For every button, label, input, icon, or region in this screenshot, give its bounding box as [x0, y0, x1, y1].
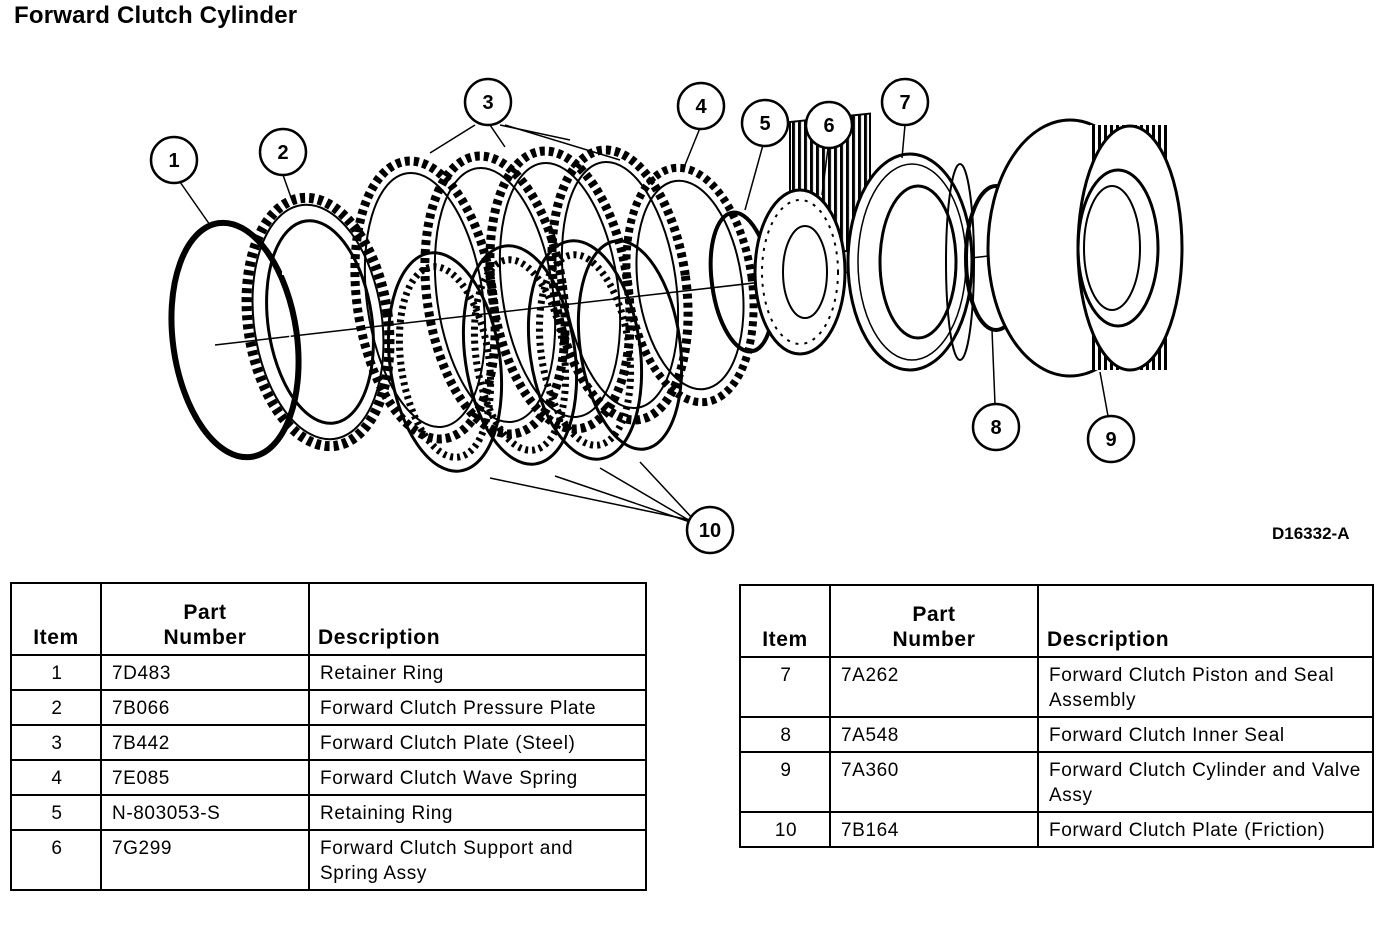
- header-item: Item: [739, 584, 831, 658]
- callout-1: 1: [149, 135, 199, 185]
- cell-item: 9: [739, 751, 831, 813]
- cell-item: 10: [739, 811, 831, 848]
- figure-id: D16332-A: [1272, 524, 1350, 543]
- table-row: 6 7G299 Forward Clutch Support and Sprin…: [10, 829, 647, 891]
- callout-2-label: 2: [277, 142, 288, 164]
- pressure-plate: [241, 192, 395, 452]
- cell-part-number: 7A548: [829, 716, 1039, 753]
- page-title: Forward Clutch Cylinder: [14, 2, 298, 29]
- cell-item: 1: [10, 654, 102, 691]
- cell-item: 2: [10, 689, 102, 726]
- header-part-line1: Part: [183, 601, 227, 624]
- table-row: 9 7A360 Forward Clutch Cylinder and Valv…: [739, 751, 1374, 813]
- cell-description: Forward Clutch Pressure Plate: [308, 689, 647, 726]
- callout-4-label: 4: [695, 96, 707, 118]
- cell-part-number: 7B442: [100, 724, 310, 761]
- cell-part-number: 7B066: [100, 689, 310, 726]
- retainer-ring: [168, 219, 302, 461]
- clutch-plates-friction: [386, 239, 684, 473]
- cell-description: Forward Clutch Inner Seal: [1037, 716, 1374, 753]
- callout-7: 7: [880, 77, 930, 127]
- callout-10-label: 10: [699, 520, 721, 542]
- callout-5-label: 5: [759, 113, 770, 135]
- table-row: 4 7E085 Forward Clutch Wave Spring: [10, 759, 647, 796]
- header-description: Description: [1037, 584, 1374, 658]
- cell-description: Forward Clutch Cylinder and Valve Assy: [1037, 751, 1374, 813]
- cell-part-number: 7A262: [829, 656, 1039, 718]
- callout-3: 3: [463, 77, 513, 127]
- table-row: 2 7B066 Forward Clutch Pressure Plate: [10, 689, 647, 726]
- cell-part-number: 7D483: [100, 654, 310, 691]
- callout-7-label: 7: [899, 92, 910, 114]
- table-row: 5 N-803053-S Retaining Ring: [10, 794, 647, 831]
- support-spring-assy: [753, 112, 871, 356]
- table-row: 1 7D483 Retainer Ring: [10, 654, 647, 691]
- callout-2: 2: [258, 127, 308, 177]
- callout-4: 4: [676, 81, 726, 131]
- callout-3-label: 3: [482, 92, 493, 114]
- table-row: 7 7A262 Forward Clutch Piston and Seal A…: [739, 656, 1374, 718]
- clutch-plates-steel: [350, 145, 693, 444]
- cell-part-number: 7E085: [100, 759, 310, 796]
- callout-10: 10: [685, 505, 735, 555]
- callout-6: 6: [804, 100, 854, 150]
- wave-spring: [622, 163, 758, 407]
- cell-description: Forward Clutch Plate (Friction): [1037, 811, 1374, 848]
- callout-5: 5: [740, 98, 790, 148]
- table-row: 10 7B164 Forward Clutch Plate (Friction): [739, 811, 1374, 848]
- header-item-label: Item: [762, 628, 808, 651]
- cell-part-number: N-803053-S: [100, 794, 310, 831]
- axis-line: [214, 241, 1111, 346]
- callout-8-label: 8: [990, 417, 1001, 439]
- callout-9-label: 9: [1105, 429, 1116, 451]
- cell-description: Forward Clutch Plate (Steel): [308, 724, 647, 761]
- cell-item: 7: [739, 656, 831, 718]
- cell-part-number: 7A360: [829, 751, 1039, 813]
- cell-description: Forward Clutch Wave Spring: [308, 759, 647, 796]
- header-part-line2: Number: [163, 626, 247, 649]
- cell-description: Retainer Ring: [308, 654, 647, 691]
- cell-description: Forward Clutch Support and Spring Assy: [308, 829, 647, 891]
- callout-6-label: 6: [823, 115, 834, 137]
- header-item-label: Item: [33, 626, 79, 649]
- clutch-cylinder: [986, 118, 1184, 378]
- exploded-diagram: 1 2 3 4 5 6 7 8 9 10: [149, 77, 1184, 555]
- header-description-label: Description: [318, 626, 441, 649]
- header-part-line1: Part: [912, 603, 956, 626]
- cell-part-number: 7B164: [829, 811, 1039, 848]
- callout-8: 8: [971, 402, 1021, 452]
- cell-description: Retaining Ring: [308, 794, 647, 831]
- cell-item: 3: [10, 724, 102, 761]
- leader-lines: [179, 124, 1109, 523]
- header-item: Item: [10, 582, 102, 656]
- header-description: Description: [308, 582, 647, 656]
- table-row: 3 7B442 Forward Clutch Plate (Steel): [10, 724, 647, 761]
- cell-item: 5: [10, 794, 102, 831]
- cell-description: Forward Clutch Piston and Seal Assembly: [1037, 656, 1374, 718]
- cell-item: 8: [739, 716, 831, 753]
- table-row: 8 7A548 Forward Clutch Inner Seal: [739, 716, 1374, 753]
- callout-1-label: 1: [168, 150, 179, 172]
- cell-item: 6: [10, 829, 102, 891]
- header-description-label: Description: [1047, 628, 1170, 651]
- cell-item: 4: [10, 759, 102, 796]
- header-part-line2: Number: [892, 628, 976, 651]
- piston-seal-assembly: [846, 152, 975, 372]
- callout-9: 9: [1086, 414, 1136, 464]
- cell-part-number: 7G299: [100, 829, 310, 891]
